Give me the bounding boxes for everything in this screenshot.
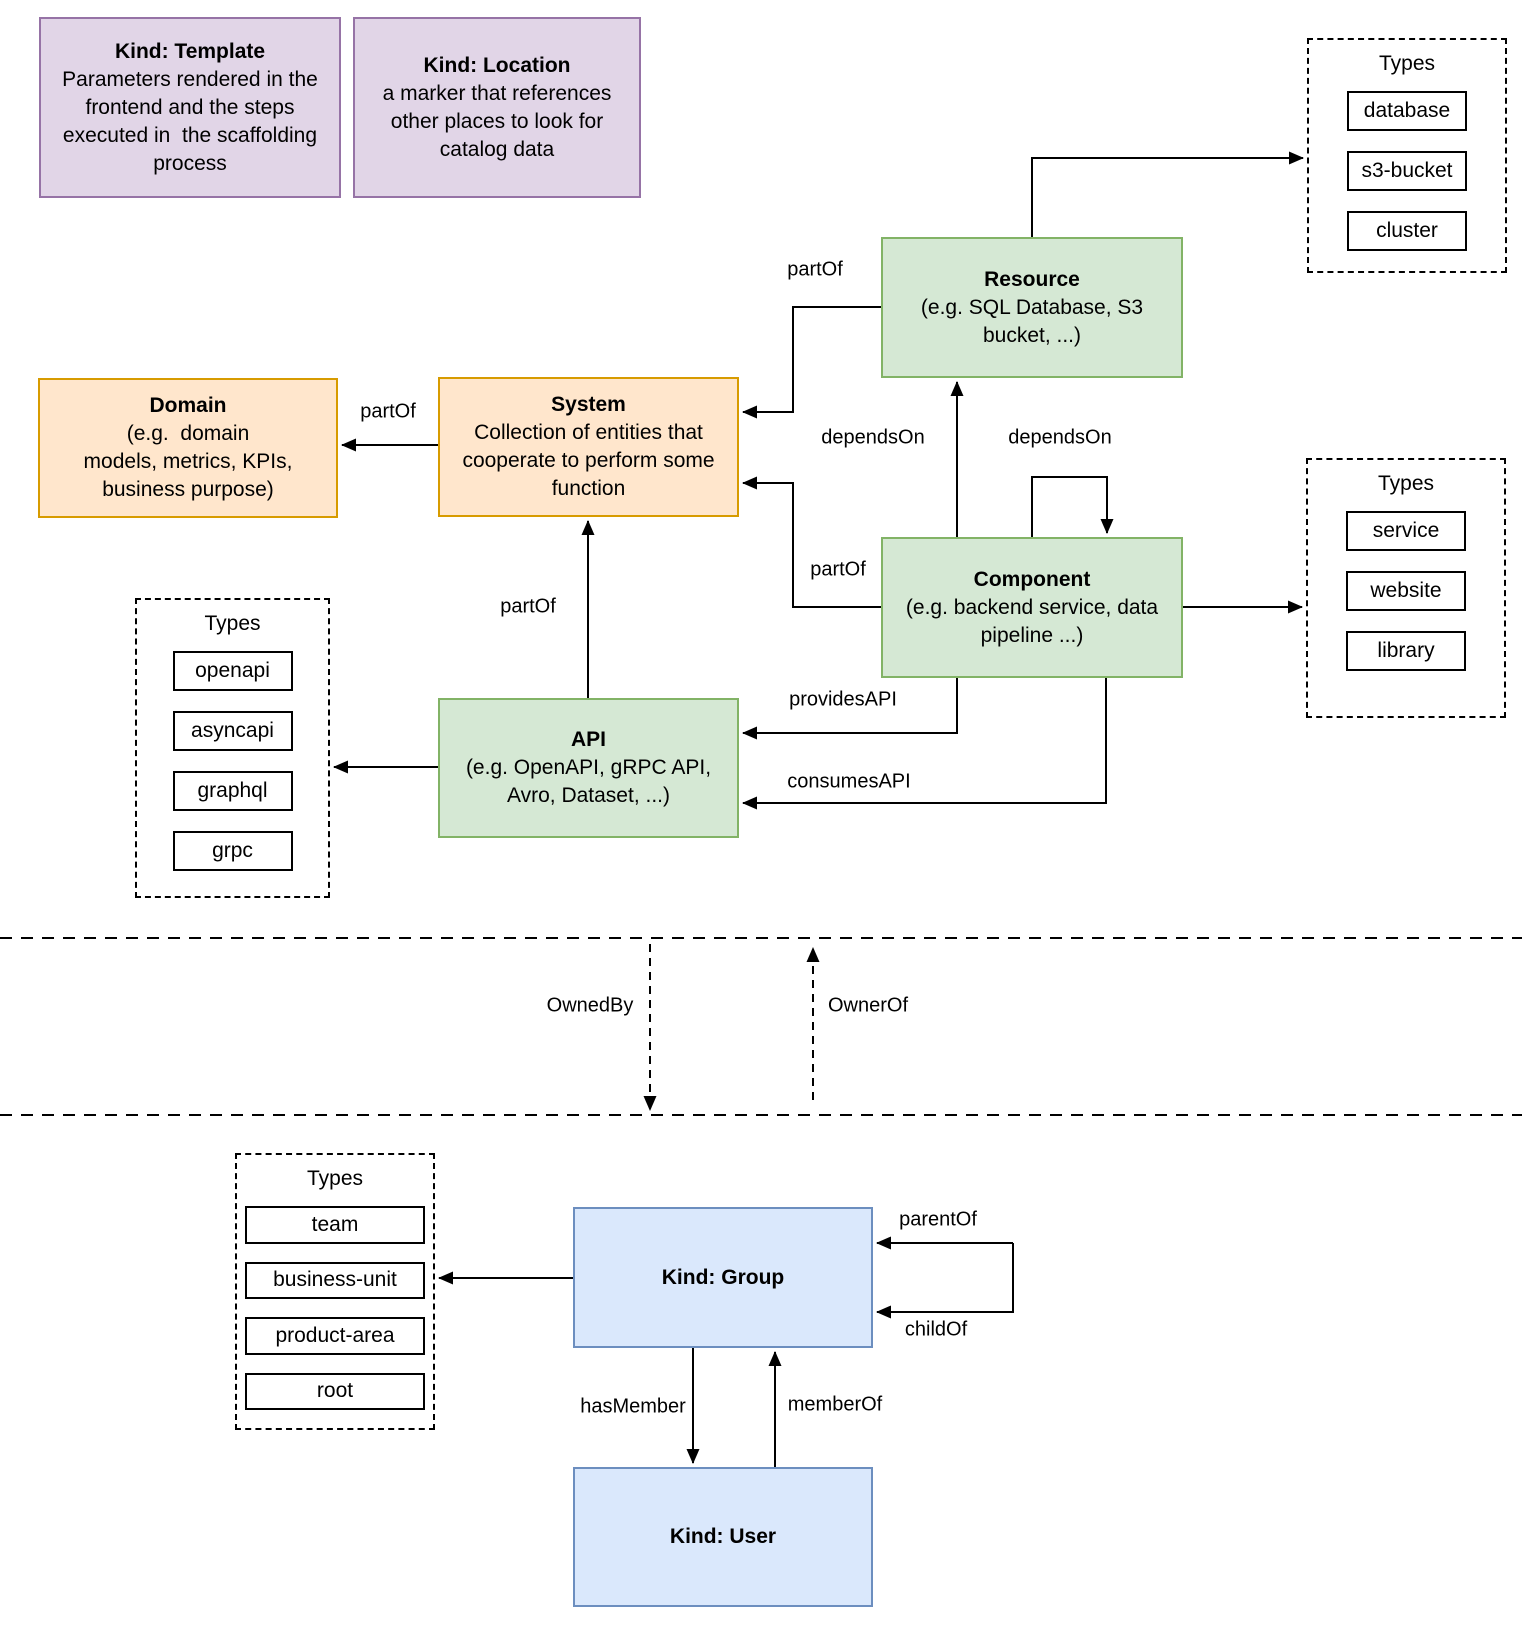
node-title: Kind: Group xyxy=(661,1265,785,1289)
edge-label-partof-component-system: partOf xyxy=(808,558,868,582)
edge-component-api-providesapi xyxy=(742,678,958,740)
edge-label-memberof: memberOf xyxy=(785,1393,885,1417)
node-body: (e.g. backend service, data pipeline ...… xyxy=(905,595,1159,647)
node-resource: Resource (e.g. SQL Database, S3 bucket, … xyxy=(881,237,1183,378)
edge-label-hasmember: hasMember xyxy=(578,1395,688,1419)
edge-label-ownedby: OwnedBy xyxy=(544,994,636,1018)
node-title: API xyxy=(570,728,606,751)
node-title: System xyxy=(551,393,626,416)
type-chip-product-area: product-area xyxy=(245,1317,425,1355)
types-panel-component: Types service website library xyxy=(1306,458,1506,718)
node-domain: Domain (e.g. domain models, metrics, KPI… xyxy=(38,378,338,518)
type-chip-asyncapi: asyncapi xyxy=(172,711,293,751)
edge-label-partof-resource-system: partOf xyxy=(785,258,845,282)
edge-label-ownerof: OwnerOf xyxy=(825,994,911,1018)
node-body: (e.g. OpenAPI, gRPC API, Avro, Dataset, … xyxy=(465,756,712,807)
node-title: Component xyxy=(973,567,1091,591)
edge-group-childof xyxy=(876,1243,1014,1319)
edge-label-childof: childOf xyxy=(902,1318,970,1342)
edge-component-api-consumesapi xyxy=(742,678,1107,810)
node-title: Domain xyxy=(149,394,227,417)
node-title: Resource xyxy=(984,267,1080,291)
types-panel-api: Types openapi asyncapi graphql grpc xyxy=(135,598,330,898)
node-kind-template: Kind: Template Parameters rendered in th… xyxy=(39,17,341,198)
node-body: (e.g. SQL Database, S3 bucket, ...) xyxy=(920,295,1144,347)
type-chip-service: service xyxy=(1346,511,1466,551)
node-title: Kind: Template xyxy=(114,39,266,63)
edge-label-providesapi: providesAPI xyxy=(787,688,899,712)
node-body: Parameters rendered in the frontend and … xyxy=(62,67,318,175)
type-chip-website: website xyxy=(1346,571,1466,611)
edge-resource-types xyxy=(1031,151,1304,237)
type-chip-library: library xyxy=(1346,631,1466,671)
node-body: (e.g. domain models, metrics, KPIs, busi… xyxy=(83,422,293,501)
edge-label-partof-system-domain: partOf xyxy=(358,400,418,424)
node-api: API (e.g. OpenAPI, gRPC API, Avro, Datas… xyxy=(438,698,739,838)
edge-label-partof-api-system: partOf xyxy=(498,595,558,619)
type-chip-graphql: graphql xyxy=(172,771,293,811)
edge-component-self-dependson xyxy=(1031,476,1114,537)
node-title: Kind: Location xyxy=(423,53,571,77)
types-panel-group: Types team business-unit product-area ro… xyxy=(235,1153,435,1430)
edge-label-consumesapi: consumesAPI xyxy=(785,770,913,794)
node-component: Component (e.g. backend service, data pi… xyxy=(881,537,1183,678)
type-chip-cluster: cluster xyxy=(1347,211,1467,251)
node-system: System Collection of entities that coope… xyxy=(438,377,739,517)
edge-label-parentof: parentOf xyxy=(897,1208,979,1232)
edge-resource-system-partof xyxy=(742,306,881,419)
types-panel-title: Types xyxy=(1377,472,1435,495)
edge-label-dependson-self: dependsOn xyxy=(1006,426,1114,450)
type-chip-openapi: openapi xyxy=(172,651,293,691)
node-title: Kind: User xyxy=(669,1525,777,1548)
node-body: a marker that references other places to… xyxy=(382,81,612,161)
types-panel-title: Types xyxy=(204,612,261,635)
node-kind-location: Kind: Location a marker that references … xyxy=(353,17,641,198)
type-chip-root: root xyxy=(245,1372,425,1410)
type-chip-database: database xyxy=(1347,91,1467,131)
type-chip-business-unit: business-unit xyxy=(245,1261,425,1299)
edge-component-system-partof xyxy=(742,476,881,608)
edge-label-dependson-resource: dependsOn xyxy=(819,426,927,450)
node-body: Collection of entities that cooperate to… xyxy=(462,421,715,500)
node-kind-group: Kind: Group xyxy=(573,1207,873,1348)
type-chip-team: team xyxy=(245,1206,425,1244)
types-panel-title: Types xyxy=(306,1167,364,1190)
type-chip-s3-bucket: s3-bucket xyxy=(1347,151,1467,191)
types-panel-resource: Types database s3-bucket cluster xyxy=(1307,38,1507,273)
type-chip-grpc: grpc xyxy=(172,831,293,871)
types-panel-title: Types xyxy=(1378,52,1436,75)
node-kind-user: Kind: User xyxy=(573,1467,873,1607)
